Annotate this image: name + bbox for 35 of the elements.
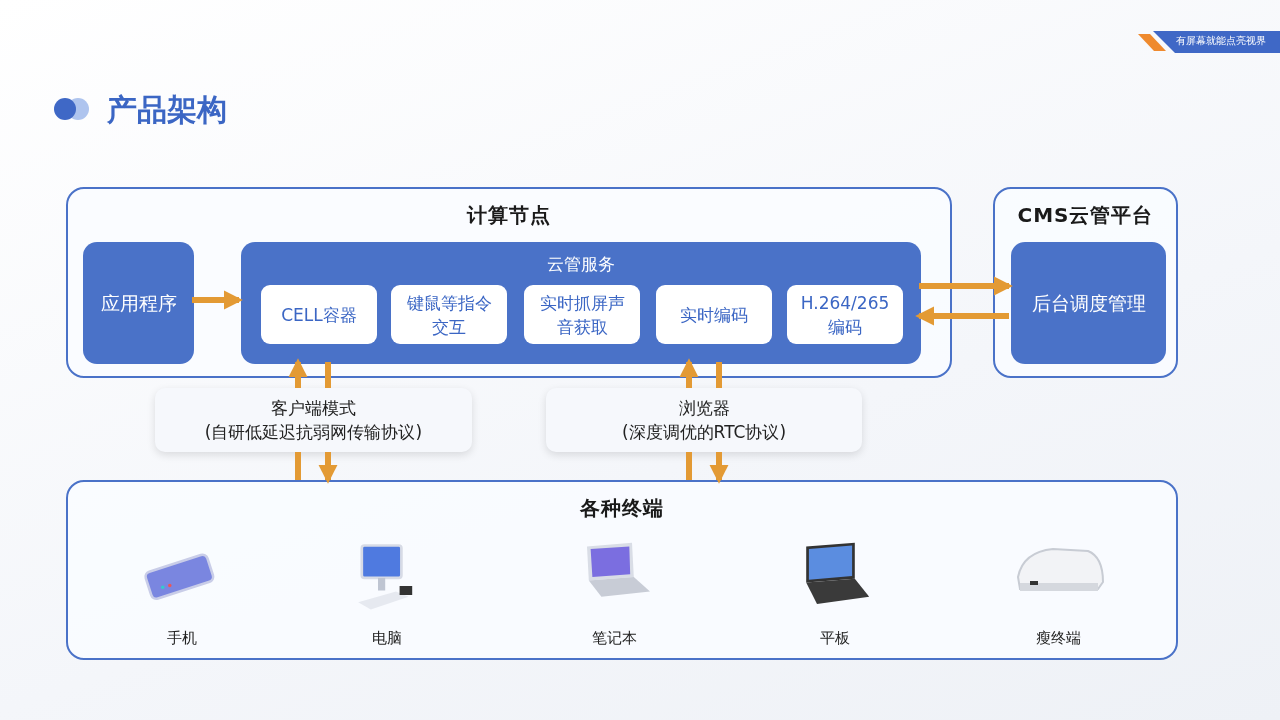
protocol-panel — [546, 388, 862, 452]
process-box: 应用程序 — [83, 242, 194, 364]
service-box — [241, 242, 921, 364]
device-label: 瘦终端 — [1034, 629, 1082, 648]
group-title: 各种终端 — [579, 495, 665, 522]
panel-subtitle: (自研低延迟抗弱网传输协议) — [203, 421, 424, 444]
group-box — [993, 187, 1178, 378]
arrow — [192, 290, 243, 310]
group-box — [66, 480, 1178, 660]
group-title: CMS云管平台 — [1016, 202, 1155, 229]
module-box: 实时抓屏声音获取 — [524, 285, 640, 344]
arrow — [318, 452, 338, 484]
group-title: 计算节点 — [465, 202, 552, 229]
module-box: CELL容器 — [261, 285, 377, 344]
arrow — [679, 358, 699, 388]
protocol-panel — [155, 388, 472, 452]
module-box: H.264/265编码 — [787, 285, 903, 344]
device-label: 手机 — [166, 629, 198, 648]
panel-title: 客户端模式 — [270, 397, 357, 420]
arrow — [288, 358, 308, 388]
device-label: 电脑 — [371, 629, 403, 648]
slogan-text: 有屏幕就能点亮视界 — [1176, 34, 1266, 48]
device-label: 平板 — [819, 629, 851, 648]
process-box: 后台调度管理 — [1011, 242, 1166, 364]
device-label: 笔记本 — [590, 629, 638, 648]
section-title: 云管服务 — [546, 253, 616, 276]
group-box — [66, 187, 952, 378]
panel-title: 浏览器 — [677, 397, 731, 420]
module-box: 实时编码 — [656, 285, 772, 344]
arrow — [915, 306, 1009, 326]
module-box: 键鼠等指令交互 — [391, 285, 507, 344]
page-title: 产品架构 — [107, 91, 227, 129]
arrow — [919, 276, 1013, 296]
arrow — [709, 452, 729, 484]
panel-subtitle: (深度调优的RTC协议) — [620, 421, 788, 444]
